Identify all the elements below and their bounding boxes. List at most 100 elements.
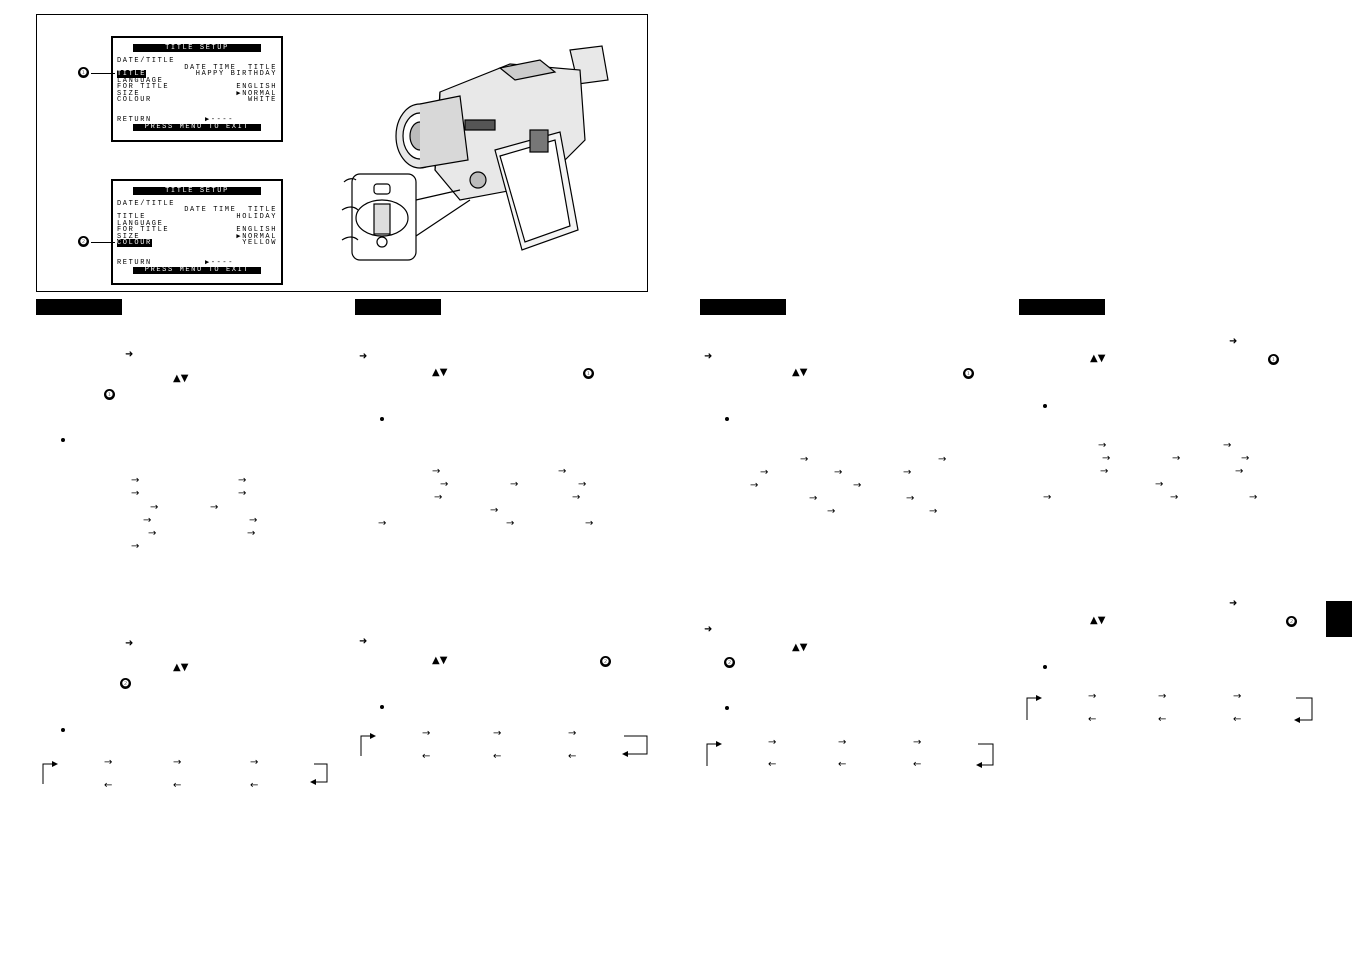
osd-size-value: ▶NORMAL xyxy=(236,233,277,241)
cycle-arrow: → xyxy=(913,737,922,748)
seq-arrow: → xyxy=(510,479,519,490)
step-arrow: ➜ xyxy=(125,638,134,649)
cycle-diagram-col3 xyxy=(706,741,994,768)
osd-footer: PRESS MENU TO EXIT xyxy=(133,267,261,274)
callout-marker-1: ❶ xyxy=(583,368,594,379)
step-arrow: ➜ xyxy=(1229,336,1238,347)
cycle-diagram-col1 xyxy=(42,761,328,785)
seq-arrow: → xyxy=(1098,440,1107,451)
seq-arrow: → xyxy=(578,479,587,490)
seq-arrow: → xyxy=(1043,492,1052,503)
seq-arrow: → xyxy=(238,475,247,486)
cycle-arrow: ← xyxy=(422,751,431,762)
seq-arrow: → xyxy=(750,480,759,491)
up-down-icon: ▲▼ xyxy=(792,642,808,653)
callout-marker-1: ❶ xyxy=(104,389,115,400)
osd-date-title: DATE/TITLE xyxy=(117,57,176,65)
bullet xyxy=(380,705,384,709)
cycle-arrow: ← xyxy=(1088,714,1097,725)
osd-title-value: HOLIDAY xyxy=(236,213,277,221)
osd-language-label: LANGUAGE xyxy=(117,220,164,228)
seq-arrow: → xyxy=(585,518,594,529)
osd-return-value: ▶---- xyxy=(205,259,235,267)
seq-arrow: → xyxy=(131,475,140,486)
cycle-arrow: → xyxy=(104,757,113,768)
cycle-arrow: → xyxy=(838,737,847,748)
callout-marker-2: ❷ xyxy=(1286,616,1297,627)
callout-marker-2: ❷ xyxy=(724,657,735,668)
osd-screen-title-setup-1: TITLE SETUP DATE/TITLE DATE TIME TITLE T… xyxy=(111,36,283,142)
step-arrow: ➜ xyxy=(1229,598,1238,609)
cycle-arrow: → xyxy=(250,757,259,768)
seq-arrow: → xyxy=(378,518,387,529)
seq-arrow: → xyxy=(809,493,818,504)
osd-language-value: ENGLISH xyxy=(236,83,277,91)
bullet xyxy=(725,417,729,421)
camcorder-illustration xyxy=(341,45,609,261)
cycle-arrow: ← xyxy=(1158,714,1167,725)
section-bar-col2 xyxy=(355,299,441,315)
cycle-arrow: ← xyxy=(768,759,777,770)
cycle-arrow: → xyxy=(1088,691,1097,702)
osd-return-value: ▶---- xyxy=(205,116,235,124)
seq-arrow: → xyxy=(247,528,256,539)
seq-arrow: → xyxy=(800,454,809,465)
osd-language-label: LANGUAGE xyxy=(117,77,164,85)
osd-for-title-label: FOR TITLE xyxy=(117,226,170,234)
cycle-arrow: → xyxy=(422,728,431,739)
seq-arrow: → xyxy=(572,492,581,503)
cycle-arrow: → xyxy=(1158,691,1167,702)
seq-arrow: → xyxy=(827,506,836,517)
osd-screen-title-setup-2: TITLE SETUP DATE/TITLE DATE TIME TITLE T… xyxy=(111,179,283,285)
cycle-arrow: ← xyxy=(250,780,259,791)
up-down-icon: ▲▼ xyxy=(792,367,808,378)
osd-title-label: TITLE xyxy=(117,70,147,78)
up-down-icon: ▲▼ xyxy=(1090,353,1106,364)
seq-arrow: → xyxy=(249,515,258,526)
up-down-icon: ▲▼ xyxy=(1090,615,1106,626)
osd-colour-value: WHITE xyxy=(247,96,277,104)
seq-arrow: → xyxy=(1102,453,1111,464)
cycle-arrow: → xyxy=(173,757,182,768)
callout-marker-2: ❷ xyxy=(600,656,611,667)
seq-arrow: → xyxy=(1155,479,1164,490)
section-bar-col3 xyxy=(700,299,786,315)
bullet xyxy=(725,706,729,710)
seq-arrow: → xyxy=(1223,440,1232,451)
osd-colour-label: COLOUR xyxy=(117,239,152,247)
seq-arrow: → xyxy=(238,488,247,499)
up-down-icon: ▲▼ xyxy=(432,367,448,378)
step-arrow: ➜ xyxy=(704,624,713,635)
seq-arrow: → xyxy=(434,492,443,503)
seq-arrow: → xyxy=(853,480,862,491)
osd-header: TITLE SETUP xyxy=(133,44,261,52)
up-down-icon: ▲▼ xyxy=(432,655,448,666)
osd-date-time-title: DATE TIME TITLE xyxy=(184,64,277,72)
osd-title-value: HAPPY BIRTHDAY xyxy=(195,70,277,78)
osd-header: TITLE SETUP xyxy=(133,187,261,195)
osd-return-label: RETURN xyxy=(117,116,152,124)
seq-arrow: → xyxy=(506,518,515,529)
cycle-arrow: → xyxy=(493,728,502,739)
up-down-icon: ▲▼ xyxy=(173,662,189,673)
seq-arrow: → xyxy=(1241,453,1250,464)
cycle-arrow: ← xyxy=(838,759,847,770)
step-arrow: ➜ xyxy=(359,351,368,362)
callout-marker-2: ❷ xyxy=(78,236,89,247)
osd-language-value: ENGLISH xyxy=(236,226,277,234)
seq-arrow: → xyxy=(1235,466,1244,477)
cycle-arrow: → xyxy=(768,737,777,748)
osd-size-value: ▶NORMAL xyxy=(236,90,277,98)
seq-arrow: → xyxy=(1100,466,1109,477)
bullet xyxy=(1043,404,1047,408)
cycle-diagram-col4 xyxy=(1026,695,1313,723)
seq-arrow: → xyxy=(143,515,152,526)
thumb-tab xyxy=(1326,601,1352,637)
bullet xyxy=(61,728,65,732)
seq-arrow: → xyxy=(760,467,769,478)
figure-frame xyxy=(36,14,648,292)
osd-for-title-label: FOR TITLE xyxy=(117,83,170,91)
section-bar-col4 xyxy=(1019,299,1105,315)
step-arrow: ➜ xyxy=(704,351,713,362)
seq-arrow: → xyxy=(131,488,140,499)
